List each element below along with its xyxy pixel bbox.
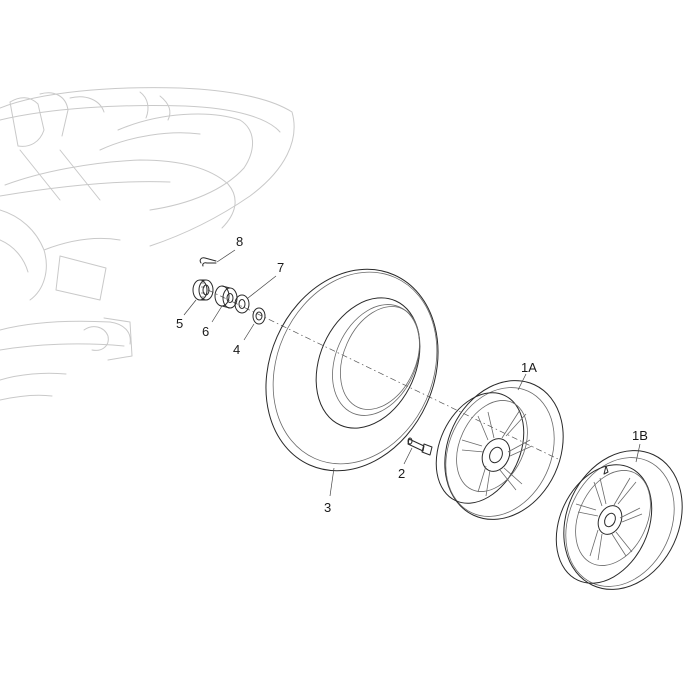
part-1b-wheel-rim (555, 443, 683, 590)
callout-5: 5 (176, 316, 183, 331)
callout-1b: 1B (632, 428, 648, 443)
part-3-tire (265, 268, 439, 497)
part-4-bearing (243, 307, 266, 341)
callout-2: 2 (398, 466, 405, 481)
part-5-castle-nut (183, 279, 214, 316)
part-7-washer (234, 275, 277, 314)
callout-1a: 1A (521, 360, 537, 375)
part-1a-wheel-rim (435, 373, 564, 520)
part-6-spacer (211, 285, 238, 323)
callout-8: 8 (236, 234, 243, 249)
scooter-body-ghost (0, 87, 295, 401)
callout-7: 7 (277, 260, 284, 275)
callout-4: 4 (233, 342, 240, 357)
callout-3: 3 (324, 500, 331, 515)
callout-6: 6 (202, 324, 209, 339)
assembly-axis (207, 289, 561, 461)
part-2-valve-stem (403, 437, 433, 465)
part-8-cotter-pin (199, 249, 236, 267)
